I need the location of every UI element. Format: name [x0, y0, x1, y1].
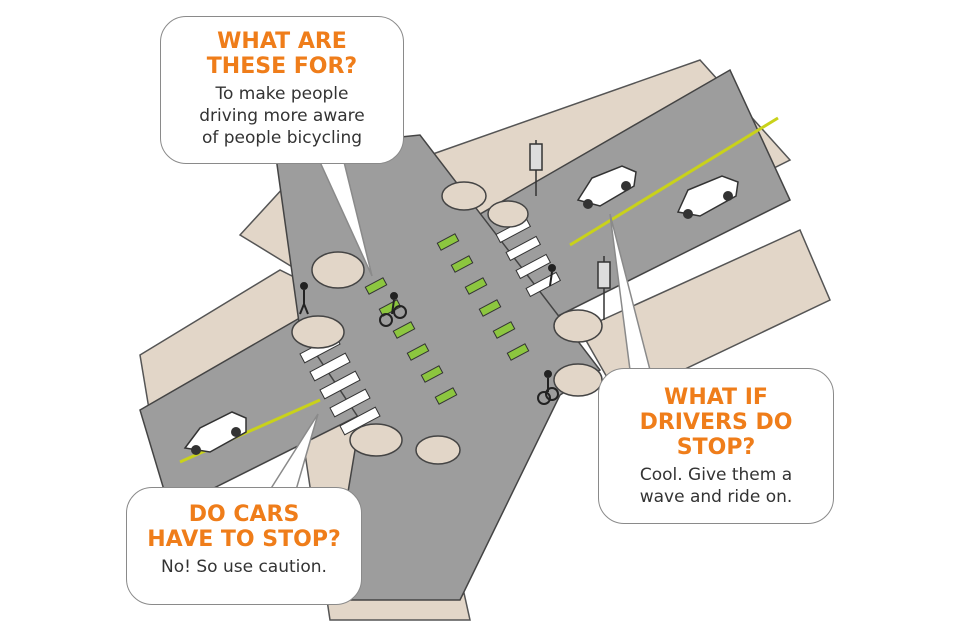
traffic-sign: [597, 256, 611, 320]
callout-do-cars-have-to-stop: DO CARS HAVE TO STOP? No! So use caution…: [126, 487, 362, 605]
car: [183, 411, 247, 455]
callout-what-if-drivers-stop: WHAT IF DRIVERS DO STOP? Cool. Give them…: [598, 368, 834, 524]
person-bicycling: [379, 292, 407, 327]
green-bike-crossing-markings: [364, 233, 530, 405]
car: [676, 175, 739, 219]
person-walking: [548, 264, 556, 287]
callout-question: DO CARS HAVE TO STOP?: [147, 502, 341, 552]
callout-answer: Cool. Give them a wave and ride on.: [639, 465, 793, 507]
callout-answer: To make people driving more aware of peo…: [199, 84, 365, 148]
callout-what-are-these-for: WHAT ARE THESE FOR? To make people drivi…: [160, 16, 404, 164]
traffic-sign: [529, 140, 543, 196]
callout-question: WHAT ARE THESE FOR?: [206, 29, 358, 79]
callout-question: WHAT IF DRIVERS DO STOP?: [639, 385, 793, 460]
person-bicycling: [537, 370, 559, 405]
car: [576, 165, 637, 209]
person-walking: [299, 282, 309, 315]
callout-answer: No! So use caution.: [161, 557, 327, 577]
